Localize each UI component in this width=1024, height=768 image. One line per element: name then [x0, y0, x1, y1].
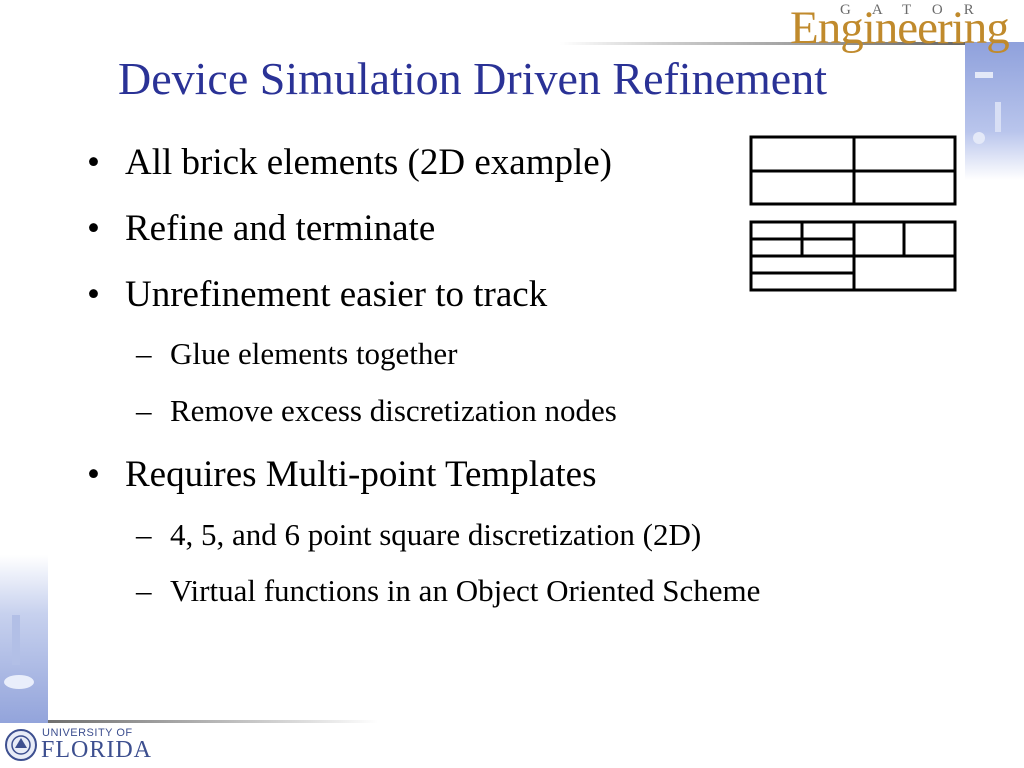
bullet-text: Refine and terminate	[125, 208, 436, 249]
bullet-item: • Refine and terminate	[87, 207, 436, 250]
bullet-marker: •	[87, 454, 100, 495]
gator-engineering-logo: GATOR Engineering	[790, 2, 1024, 54]
bullet-marker: •	[87, 274, 100, 315]
sub-bullet-item: – Virtual functions in an Object Oriente…	[136, 573, 761, 609]
sub-bullet-text: Glue elements together	[170, 336, 458, 371]
bullet-item: • All brick elements (2D example)	[87, 141, 612, 184]
florida-text: FLORIDA	[41, 737, 153, 763]
sub-bullet-text: Virtual functions in an Object Oriented …	[170, 573, 761, 608]
bullet-item: • Unrefinement easier to track	[87, 273, 548, 316]
sub-bullet-item: – 4, 5, and 6 point square discretizatio…	[136, 517, 702, 553]
refined-element-grid	[749, 220, 957, 292]
top-decorative-rule	[560, 42, 965, 45]
corner-decorative-band	[965, 42, 1024, 180]
logo-gator-text: GATOR	[840, 2, 995, 18]
bullet-marker: •	[87, 142, 100, 183]
bullet-text: All brick elements (2D example)	[125, 142, 612, 183]
bullet-item: • Requires Multi-point Templates	[87, 453, 597, 496]
sub-bullet-marker: –	[136, 336, 152, 371]
sub-bullet-marker: –	[136, 517, 152, 552]
university-seal-icon	[5, 729, 37, 761]
unrefined-element-grid	[749, 135, 957, 206]
logo-engineering-text: Engineering	[790, 2, 1010, 54]
sub-bullet-item: – Glue elements together	[136, 336, 458, 372]
university-of-florida-logo: UNIVERSITY OF FLORIDA	[4, 726, 154, 766]
bullet-text: Unrefinement easier to track	[125, 274, 548, 315]
brick-element-refinement-diagram	[749, 135, 957, 292]
sub-bullet-marker: –	[136, 573, 152, 608]
side-decorative-band	[0, 555, 48, 723]
university-of-text: UNIVERSITY OF	[42, 727, 133, 739]
sub-bullet-text: Remove excess discretization nodes	[170, 393, 617, 428]
sub-bullet-marker: –	[136, 393, 152, 428]
sub-bullet-item: – Remove excess discretization nodes	[136, 393, 617, 429]
bullet-marker: •	[87, 208, 100, 249]
slide-title: Device Simulation Driven Refinement	[118, 53, 827, 104]
bottom-decorative-rule	[48, 720, 378, 723]
bullet-text: Requires Multi-point Templates	[125, 454, 597, 495]
sub-bullet-text: 4, 5, and 6 point square discretization …	[170, 517, 702, 552]
